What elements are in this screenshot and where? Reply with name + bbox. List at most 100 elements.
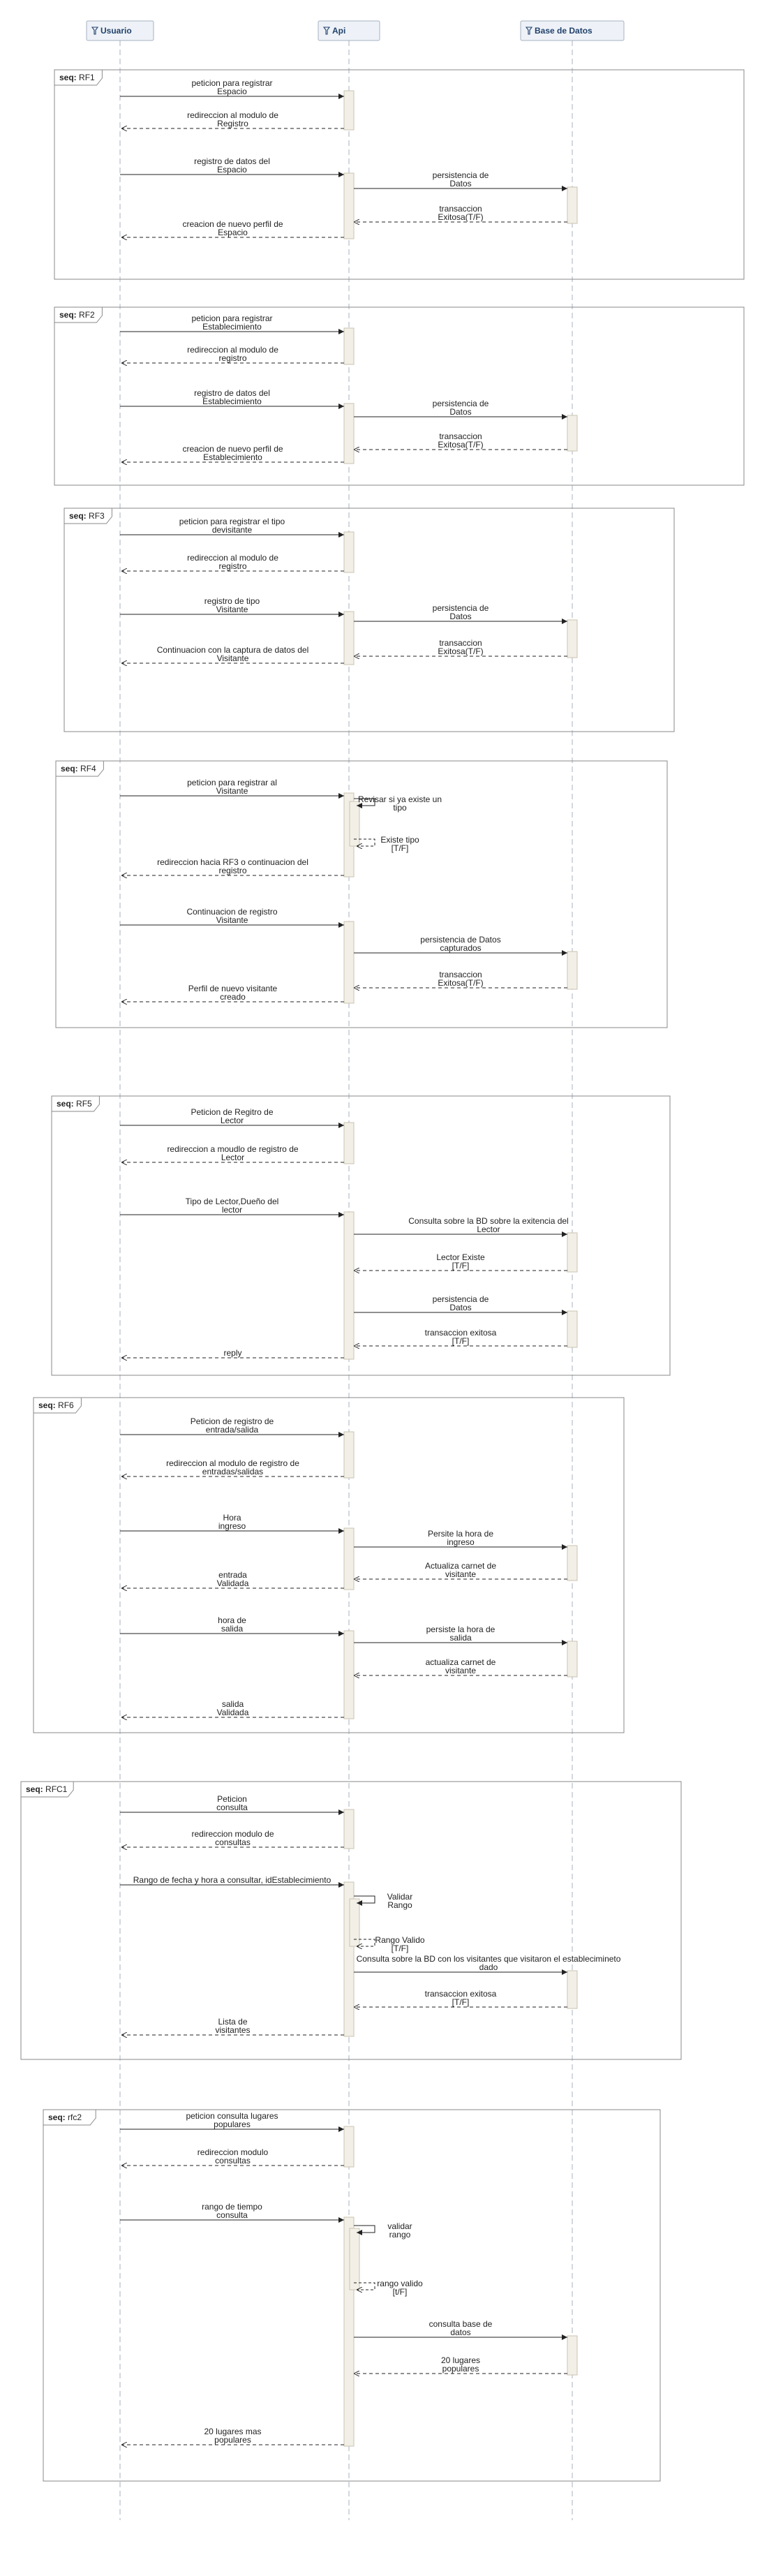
- message-label: rango valido[t/F]: [377, 2279, 423, 2297]
- frame-rfc1: seq: RFC1: [20, 1781, 682, 2060]
- activation-bar: [343, 921, 355, 1004]
- user-icon: [322, 27, 331, 35]
- self-message-arrow: [354, 1895, 375, 1906]
- message-label: Existe tipo[T/F]: [380, 835, 419, 853]
- activation-bar: [343, 531, 355, 573]
- activation-bar: [343, 327, 355, 365]
- self-reply-arrow: [354, 2282, 375, 2290]
- participant-base-de-datos[interactable]: Base de Datos: [520, 20, 625, 41]
- frame-title: seq: RF5: [57, 1099, 92, 1109]
- frame-rf4: seq: RF4: [55, 760, 668, 1028]
- activation-bar: [567, 1970, 578, 2009]
- activation-bar: [343, 1122, 355, 1164]
- activation-bar: [567, 951, 578, 990]
- activation-bar: [343, 1211, 355, 1360]
- activation-bar: [349, 2228, 360, 2290]
- frame-rf3: seq: RF3: [64, 508, 675, 732]
- message-label: redireccion hacia RF3 o continuacion del…: [157, 857, 308, 875]
- activation-bar: [567, 619, 578, 658]
- frame-title: seq: RF2: [59, 310, 95, 320]
- activation-bar: [343, 90, 355, 131]
- frame-title: seq: RFC1: [26, 1784, 68, 1794]
- activation-bar: [567, 415, 578, 452]
- message-label: transaccion exitosa[T/F]: [425, 1328, 497, 1346]
- participant-usuario[interactable]: Usuario: [86, 20, 154, 41]
- frame-title: seq: rfc2: [48, 2112, 82, 2122]
- activation-bar: [349, 1898, 360, 1947]
- participant-label: Base de Datos: [535, 26, 593, 36]
- message-label: Lector Existe[T/F]: [436, 1252, 485, 1271]
- activation-bar: [567, 186, 578, 224]
- activation-bar: [349, 801, 360, 847]
- message-label: Rango Valido[T/F]: [375, 1935, 424, 1953]
- participant-api[interactable]: Api: [318, 20, 380, 41]
- self-message-arrow: [354, 2225, 375, 2235]
- activation-bar: [567, 1641, 578, 1678]
- activation-bar: [567, 1232, 578, 1273]
- message-label: reply: [223, 1348, 241, 1358]
- activation-bar: [567, 2335, 578, 2376]
- self-reply-arrow: [354, 1939, 375, 1946]
- frame-title: seq: RF3: [69, 511, 105, 521]
- frame-rfc2: seq: rfc2: [43, 2109, 661, 2482]
- activation-bar: [343, 403, 355, 464]
- activation-bar: [343, 172, 355, 239]
- frame-rf6: seq: RF6: [33, 1397, 625, 1733]
- frame-title: seq: RF6: [38, 1400, 74, 1410]
- user-icon: [91, 27, 99, 35]
- activation-bar: [567, 1310, 578, 1348]
- frame-rf2: seq: RF2: [54, 306, 745, 486]
- self-message-arrow: [354, 798, 375, 808]
- activation-bar: [343, 1431, 355, 1479]
- message-label: transaccion exitosa[T/F]: [425, 1989, 497, 2007]
- message-label: Continuacion con la captura de datos del…: [157, 645, 308, 663]
- activation-bar: [343, 611, 355, 665]
- message-label: Rango de fecha y hora a consultar, idEst…: [133, 1875, 331, 1885]
- user-icon: [525, 27, 533, 35]
- activation-bar: [567, 1545, 578, 1581]
- message-label: Consulta sobre la BD sobre la exitencia …: [408, 1216, 568, 1234]
- frame-rf5: seq: RF5: [51, 1095, 671, 1376]
- frame-title: seq: RF4: [61, 764, 96, 773]
